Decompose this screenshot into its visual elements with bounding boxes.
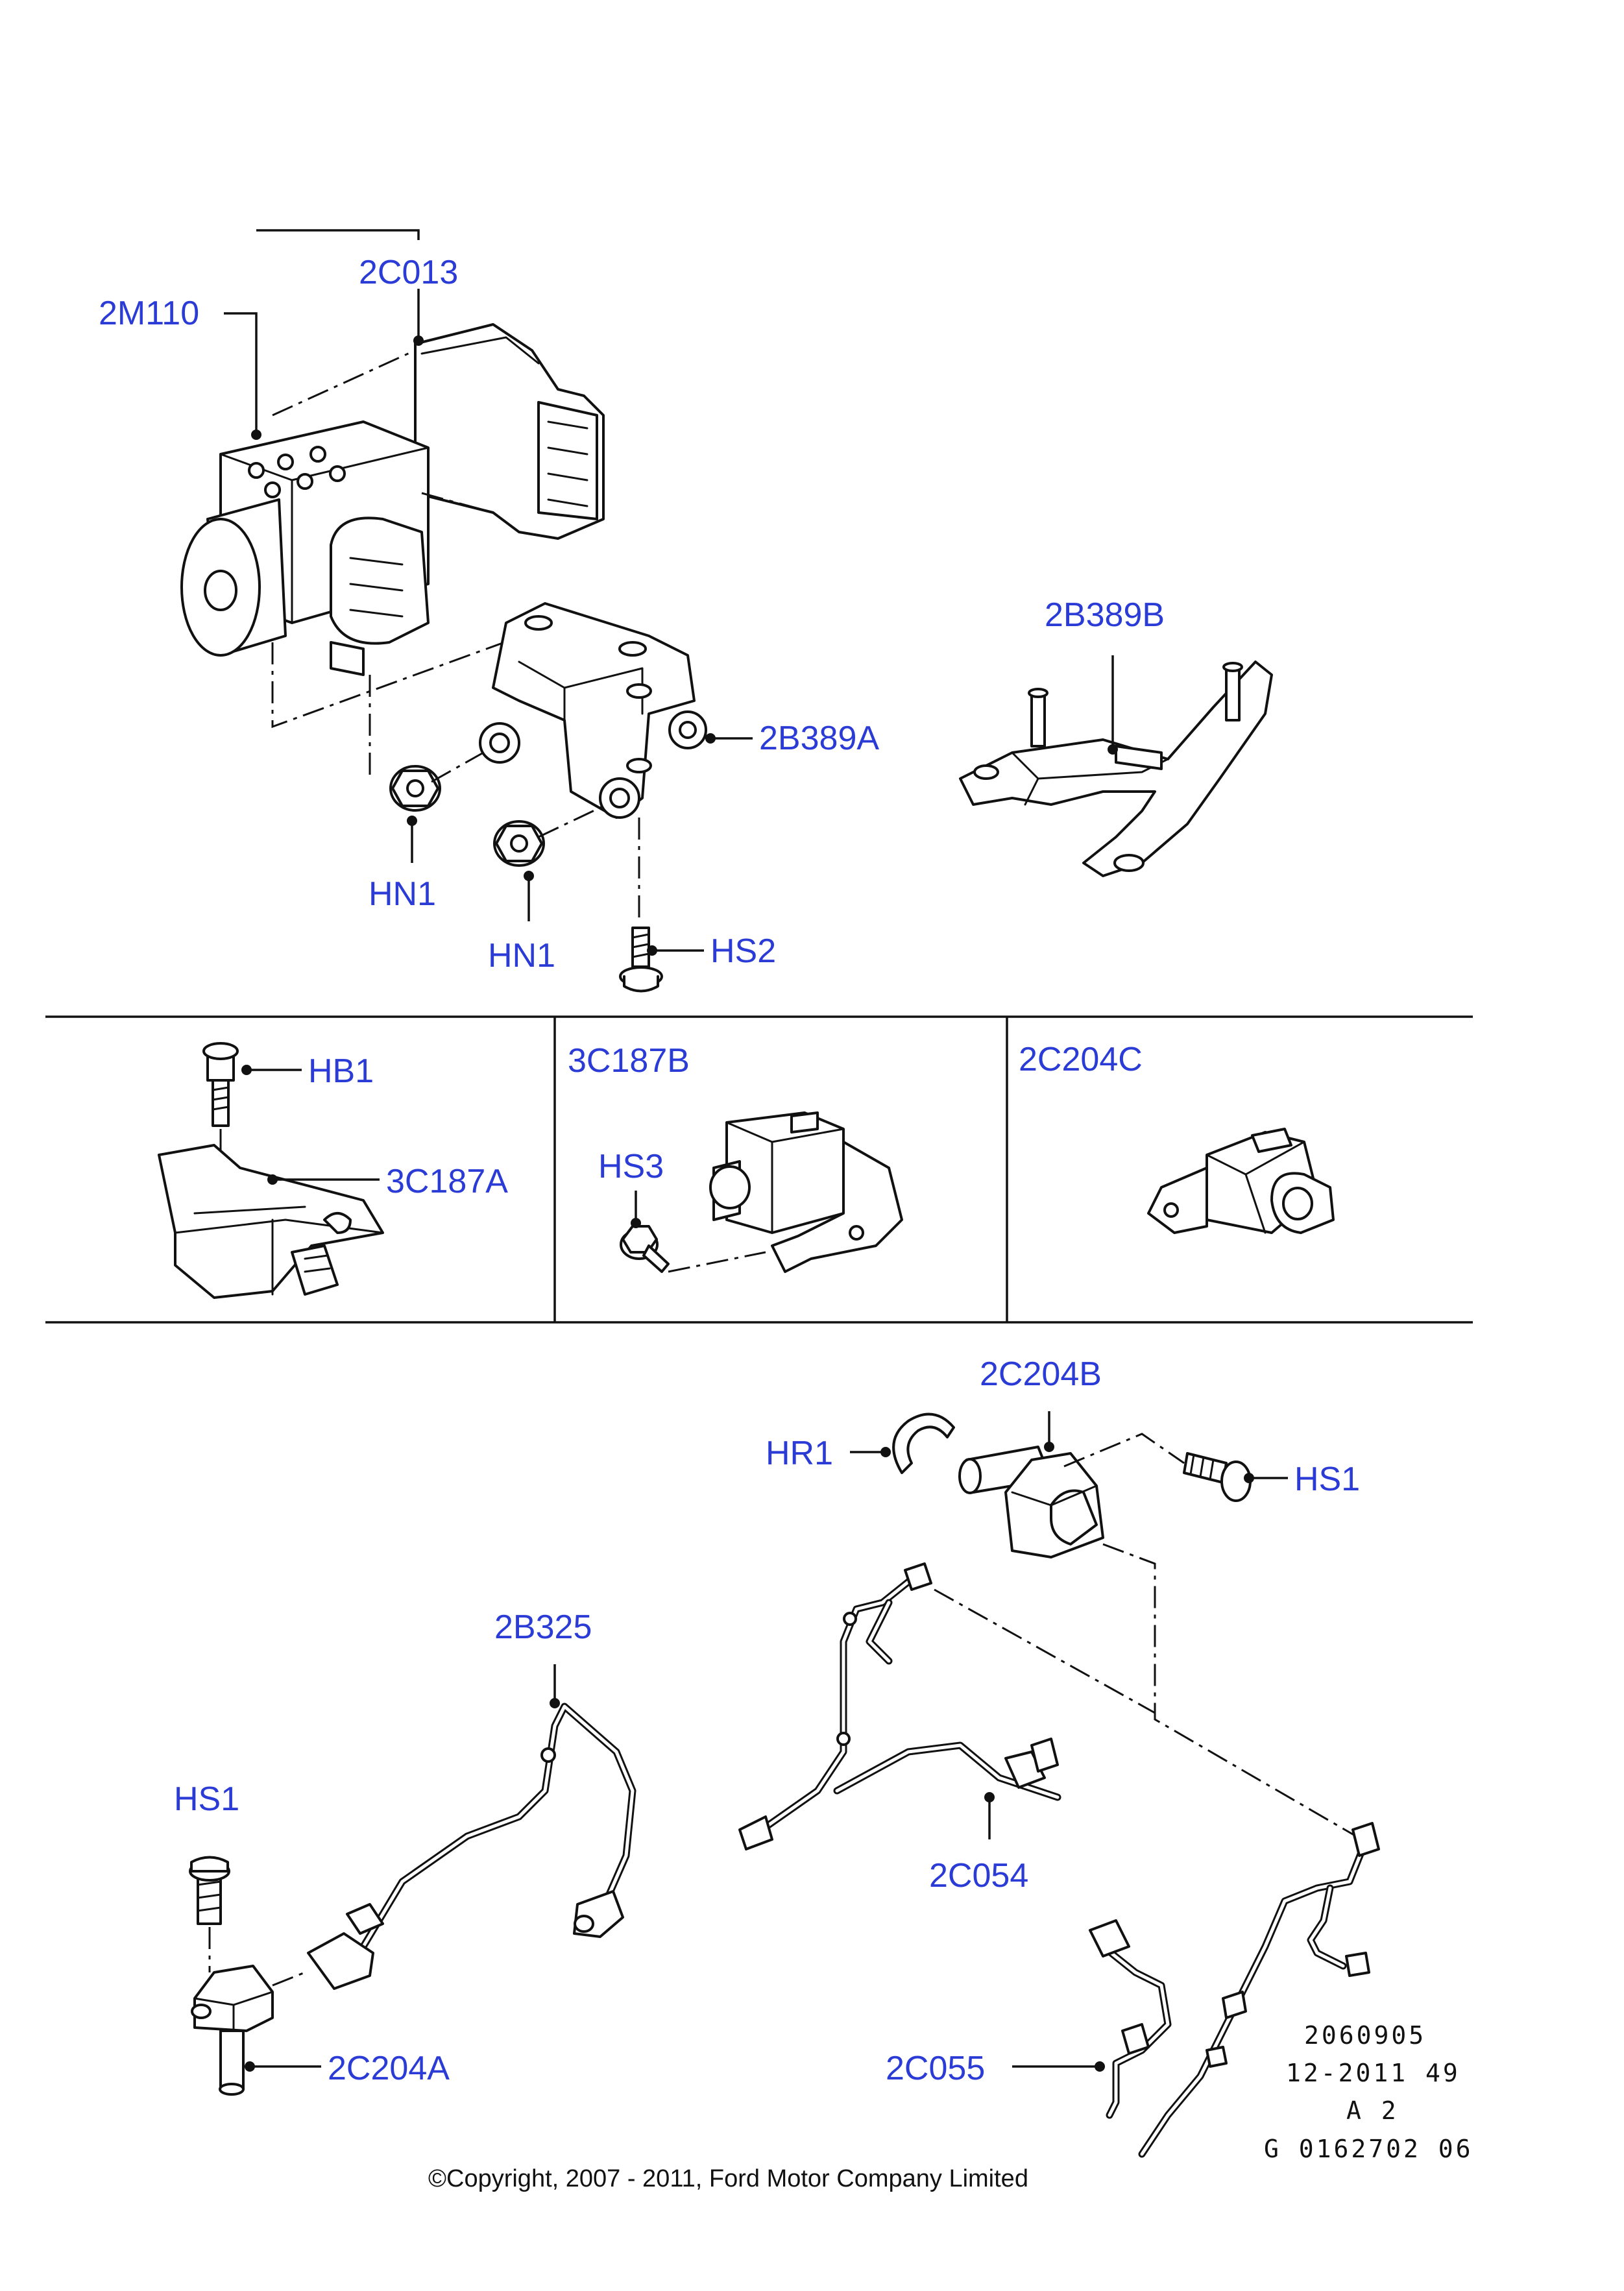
harness-2c054-drawing xyxy=(738,1562,1156,1850)
label-2b325: 2B325 xyxy=(494,1608,592,1646)
abs-module-drawing xyxy=(180,323,605,779)
leader-2b389b xyxy=(1108,655,1118,755)
label-2b389a: 2B389A xyxy=(759,720,879,757)
sensor-2c204a-drawing xyxy=(189,1856,306,2096)
module-3c187a-drawing xyxy=(158,1042,384,1299)
bracket-2b389a-drawing xyxy=(389,602,707,993)
label-hs2: HS2 xyxy=(710,932,776,970)
leader-2c204a xyxy=(245,2061,321,2072)
label-2c054: 2C054 xyxy=(929,1857,1028,1895)
leader-2m110 xyxy=(224,229,420,440)
leader-hs3 xyxy=(631,1191,641,1228)
label-2m110: 2M110 xyxy=(99,295,199,332)
leader-hr1 xyxy=(850,1447,891,1457)
leader-hb1 xyxy=(241,1065,302,1075)
reference-line-2: 12-2011 49 xyxy=(1286,2059,1460,2087)
reference-line-4: G 0162702 06 xyxy=(1264,2135,1473,2163)
label-hr1: HR1 xyxy=(766,1435,833,1472)
harness-2c055-drawing xyxy=(1089,1822,1380,2158)
leader-hs1-right xyxy=(1244,1473,1288,1483)
label-hs1-left: HS1 xyxy=(174,1780,239,1818)
label-2c055: 2C055 xyxy=(886,2050,985,2087)
bracket-2b389b-drawing xyxy=(959,661,1273,877)
sensor-2c204b-drawing xyxy=(892,1412,1357,1837)
section-dividers xyxy=(45,1015,1473,1324)
label-hn1-b: HN1 xyxy=(488,937,555,975)
leader-3c187a xyxy=(267,1174,380,1185)
label-hn1-a: HN1 xyxy=(369,875,436,913)
leader-hn1-a xyxy=(407,816,417,863)
leader-2c054 xyxy=(984,1792,995,1839)
label-2c013: 2C013 xyxy=(359,254,458,291)
leader-hn1-b xyxy=(524,871,534,921)
copyright-notice: ©Copyright, 2007 - 2011, Ford Motor Comp… xyxy=(428,2165,1028,2192)
label-2c204c: 2C204C xyxy=(1019,1041,1143,1078)
label-hs3: HS3 xyxy=(598,1148,664,1185)
label-3c187b: 3C187B xyxy=(568,1042,690,1080)
sensor-3c187b-drawing xyxy=(620,1111,903,1273)
reference-block: 2060905 12-2011 49 A 2 G 0162702 06 xyxy=(1264,2021,1473,2163)
leader-hs2 xyxy=(647,945,704,956)
label-3c187a: 3C187A xyxy=(386,1163,508,1200)
label-hb1: HB1 xyxy=(308,1052,374,1090)
leader-2c204b xyxy=(1044,1411,1054,1452)
label-2b389b: 2B389B xyxy=(1045,596,1165,634)
label-2c204a: 2C204A xyxy=(328,2050,450,2087)
reference-line-3: A 2 xyxy=(1346,2096,1399,2125)
label-2c204b: 2C204B xyxy=(980,1355,1102,1393)
leader-2b389a xyxy=(705,733,753,744)
label-hs1-right: HS1 xyxy=(1294,1461,1360,1498)
sensor-2c204c-drawing xyxy=(1147,1128,1335,1234)
leader-2c055 xyxy=(1012,2061,1105,2072)
leader-2b325 xyxy=(550,1664,560,1708)
leader-2c013 xyxy=(413,289,424,346)
reference-line-1: 2060905 xyxy=(1304,2021,1426,2050)
harness-2b325-drawing xyxy=(307,1703,636,1990)
